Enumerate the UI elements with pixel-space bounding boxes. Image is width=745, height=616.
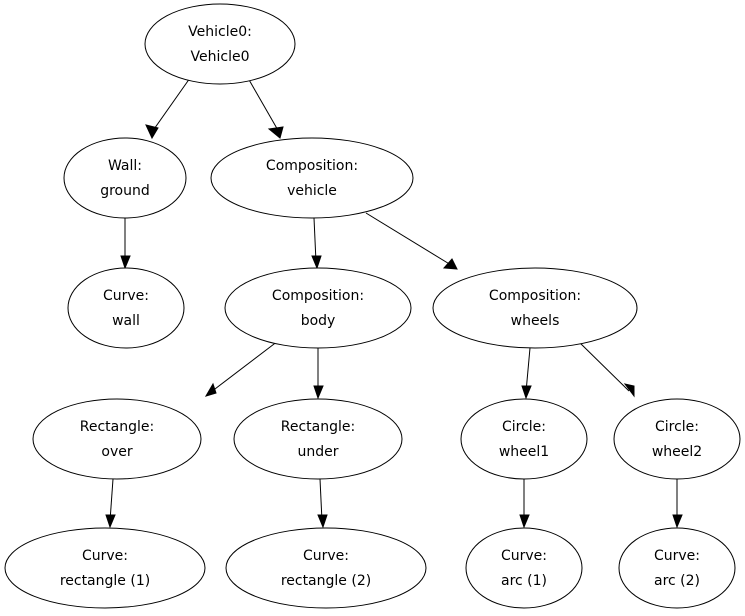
node-label-line1: Curve: xyxy=(501,548,547,564)
node-label-line2: wall xyxy=(112,313,140,329)
graph-node-curve_arc_1[interactable]: Curve: arc (1) xyxy=(465,527,583,609)
node-label-line1: Curve: xyxy=(654,548,700,564)
graph-node-circle_wheel2[interactable]: Circle: wheel2 xyxy=(613,398,741,480)
graph-edge xyxy=(204,340,279,397)
node-label-line2: body xyxy=(301,313,336,329)
node-ellipse[interactable] xyxy=(613,398,741,480)
node-label-line1: Rectangle: xyxy=(281,419,355,435)
node-ellipse[interactable] xyxy=(233,398,403,480)
node-label-line2: wheel1 xyxy=(499,444,549,460)
node-label-line2: rectangle (1) xyxy=(60,573,150,589)
graph-node-curve_rectangle_1[interactable]: Curve: rectangle (1) xyxy=(4,527,206,609)
node-label-line2: wheels xyxy=(511,313,560,329)
node-label-line1: Rectangle: xyxy=(80,419,154,435)
graph-edge xyxy=(247,77,284,139)
node-ellipse[interactable] xyxy=(460,398,588,480)
node-label-line2: ground xyxy=(100,183,150,199)
edge-line xyxy=(313,217,317,263)
graph-node-curve_rectangle_2[interactable]: Curve: rectangle (2) xyxy=(225,527,427,609)
node-label-line1: Vehicle0: xyxy=(188,24,252,40)
arrow-head-icon xyxy=(519,514,530,529)
graph-edge xyxy=(105,478,116,529)
arrow-head-icon xyxy=(442,258,458,270)
graph-edge xyxy=(311,217,322,270)
graph-edge xyxy=(672,479,683,529)
arrow-head-icon xyxy=(120,255,131,270)
node-label-line2: under xyxy=(297,444,338,460)
node-ellipse[interactable] xyxy=(63,137,187,219)
node-ellipse[interactable] xyxy=(224,267,412,349)
node-ellipse[interactable] xyxy=(144,3,296,85)
node-ellipse[interactable] xyxy=(225,527,427,609)
graph-node-circle_wheel1[interactable]: Circle: wheel1 xyxy=(460,398,588,480)
edges-layer xyxy=(105,77,683,529)
graph-edge xyxy=(519,479,530,529)
graph-node-curve_wall[interactable]: Curve: wall xyxy=(67,267,185,349)
graph-edge xyxy=(145,77,191,140)
graph-edge xyxy=(317,478,328,529)
nodes-layer: Vehicle0:Vehicle0Wall:groundComposition:… xyxy=(4,3,741,609)
edge-line xyxy=(319,478,323,522)
arrow-head-icon xyxy=(204,382,217,397)
node-label-line1: Curve: xyxy=(103,288,149,304)
edge-line xyxy=(210,340,279,393)
node-label-line1: Circle: xyxy=(655,419,699,435)
node-label-line1: Composition: xyxy=(266,158,358,174)
graph-edge xyxy=(521,347,532,400)
node-label-line1: Wall: xyxy=(108,158,142,174)
arrow-head-icon xyxy=(521,385,532,400)
node-label-line1: Curve: xyxy=(303,548,349,564)
node-label-line2: vehicle xyxy=(287,183,337,199)
arrow-head-icon xyxy=(313,385,324,400)
graph-node-rectangle_over[interactable]: Rectangle: over xyxy=(32,398,202,480)
graph-edge xyxy=(365,212,458,270)
node-label-line2: over xyxy=(101,444,132,460)
graph-node-vehicle0[interactable]: Vehicle0: Vehicle0 xyxy=(144,3,296,85)
edge-line xyxy=(109,478,114,522)
node-ellipse[interactable] xyxy=(210,137,414,219)
edge-line xyxy=(577,340,630,392)
arrow-head-icon xyxy=(311,255,322,270)
graph-node-composition_body[interactable]: Composition: body xyxy=(224,267,412,349)
node-ellipse[interactable] xyxy=(618,527,736,609)
edge-line xyxy=(247,77,280,133)
node-ellipse[interactable] xyxy=(465,527,583,609)
edge-line xyxy=(365,212,452,266)
node-label-line2: arc (2) xyxy=(654,573,700,589)
arrow-head-icon xyxy=(267,126,284,139)
node-label-line1: Composition: xyxy=(272,288,364,304)
graph-edge xyxy=(313,348,324,400)
node-ellipse[interactable] xyxy=(67,267,185,349)
graph-node-wall_ground[interactable]: Wall: ground xyxy=(63,137,187,219)
arrow-head-icon xyxy=(672,514,683,529)
edge-line xyxy=(525,347,531,393)
node-label-line2: rectangle (2) xyxy=(281,573,371,589)
graph-node-composition_wheels[interactable]: Composition: wheels xyxy=(432,267,638,349)
node-ellipse[interactable] xyxy=(32,398,202,480)
graph-edge xyxy=(120,218,131,270)
node-label-line1: Curve: xyxy=(82,548,128,564)
node-label-line2: arc (1) xyxy=(501,573,547,589)
arrow-head-icon xyxy=(145,124,159,140)
graph-node-rectangle_under[interactable]: Rectangle: under xyxy=(233,398,403,480)
node-label-line1: Circle: xyxy=(502,419,546,435)
arrow-head-icon xyxy=(105,514,116,529)
arrow-head-icon xyxy=(623,383,635,398)
node-ellipse[interactable] xyxy=(4,527,206,609)
arrow-head-icon xyxy=(317,514,328,529)
graph-edge xyxy=(577,340,635,398)
edge-line xyxy=(151,77,191,133)
node-label-line2: wheel2 xyxy=(652,444,702,460)
node-label-line2: Vehicle0 xyxy=(191,49,250,65)
graph-node-curve_arc_2[interactable]: Curve: arc (2) xyxy=(618,527,736,609)
graph-node-composition_vehicle[interactable]: Composition: vehicle xyxy=(210,137,414,219)
node-ellipse[interactable] xyxy=(432,267,638,349)
node-label-line1: Composition: xyxy=(489,288,581,304)
